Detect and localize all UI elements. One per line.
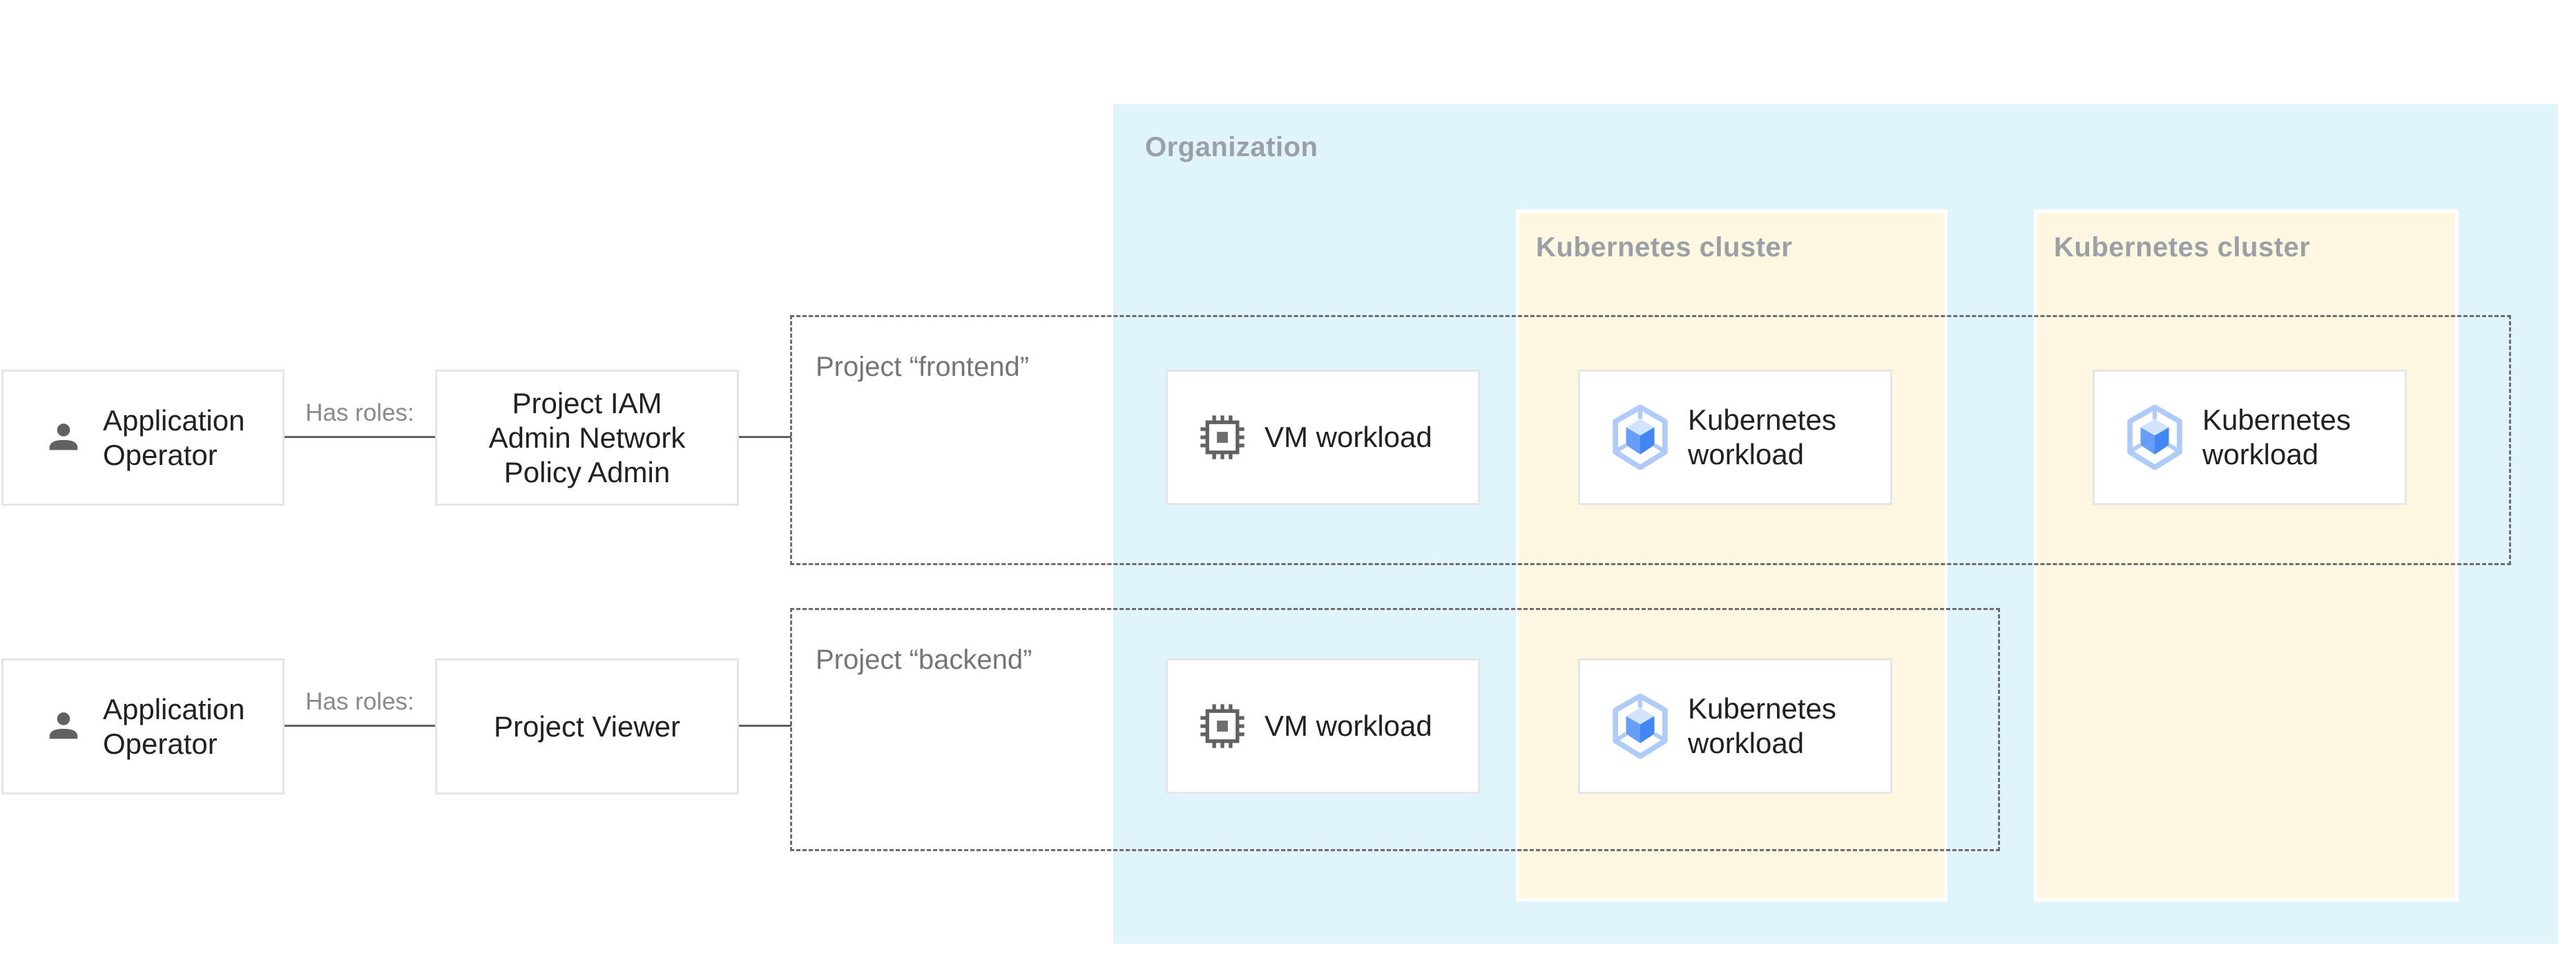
has-roles-label-2: Has roles: bbox=[305, 688, 414, 715]
project-backend-label: Project “backend” bbox=[816, 645, 1032, 675]
role-node-2: Project Viewer bbox=[435, 658, 739, 795]
actor-node-2: Application Operator bbox=[1, 658, 285, 795]
kubernetes-workload-node-backend-cluster1: Kubernetes workload bbox=[1578, 658, 1892, 794]
cpu-chip-icon bbox=[1200, 704, 1244, 748]
connector-actor1-to-role1 bbox=[285, 436, 435, 438]
vm-workload-label: VM workload bbox=[1265, 421, 1432, 453]
kubernetes-workload-label: Kubernetes workload bbox=[1688, 403, 1836, 470]
project-frontend-boundary: Project “frontend” bbox=[790, 315, 2511, 565]
organization-zone: Organization Kubernetes cluster Kubernet… bbox=[1113, 104, 2558, 944]
person-icon bbox=[49, 712, 78, 739]
gke-hexagon-cube-icon bbox=[2127, 405, 2182, 470]
project-frontend-label: Project “frontend” bbox=[816, 352, 1030, 382]
role-label: Project Viewer bbox=[493, 710, 680, 743]
kubernetes-cluster-zone-2: Kubernetes cluster bbox=[2034, 209, 2459, 902]
has-roles-label-1: Has roles: bbox=[305, 399, 414, 426]
connector-role2-to-project-backend bbox=[739, 725, 791, 727]
organization-label: Organization bbox=[1145, 132, 1318, 162]
role-node-1: Project IAM Admin Network Policy Admin bbox=[435, 370, 739, 506]
kubernetes-cluster-1-label: Kubernetes cluster bbox=[1536, 232, 1793, 263]
cpu-chip-icon bbox=[1200, 415, 1244, 459]
actor-label: Application Operator bbox=[103, 403, 245, 471]
kubernetes-cluster-2-label: Kubernetes cluster bbox=[2054, 232, 2311, 263]
kubernetes-workload-label: Kubernetes workload bbox=[1688, 692, 1836, 759]
kubernetes-workload-node-frontend-cluster1: Kubernetes workload bbox=[1578, 370, 1892, 505]
role-label: Project IAM Admin Network Policy Admin bbox=[488, 386, 686, 488]
person-icon bbox=[49, 423, 78, 450]
gke-hexagon-cube-icon bbox=[1613, 694, 1668, 759]
kubernetes-workload-node-frontend-cluster2: Kubernetes workload bbox=[2093, 370, 2407, 505]
vm-workload-node-backend: VM workload bbox=[1166, 658, 1480, 794]
vm-workload-label: VM workload bbox=[1265, 710, 1432, 742]
actor-node-1: Application Operator bbox=[1, 370, 285, 506]
actor-label: Application Operator bbox=[103, 692, 245, 760]
vm-workload-node-frontend: VM workload bbox=[1166, 370, 1480, 505]
connector-role1-to-project-frontend bbox=[739, 436, 791, 438]
project-backend-boundary: Project “backend” bbox=[790, 608, 2000, 851]
connector-actor2-to-role2 bbox=[285, 725, 435, 727]
kubernetes-workload-label: Kubernetes workload bbox=[2202, 403, 2351, 470]
gke-hexagon-cube-icon bbox=[1613, 405, 1668, 470]
